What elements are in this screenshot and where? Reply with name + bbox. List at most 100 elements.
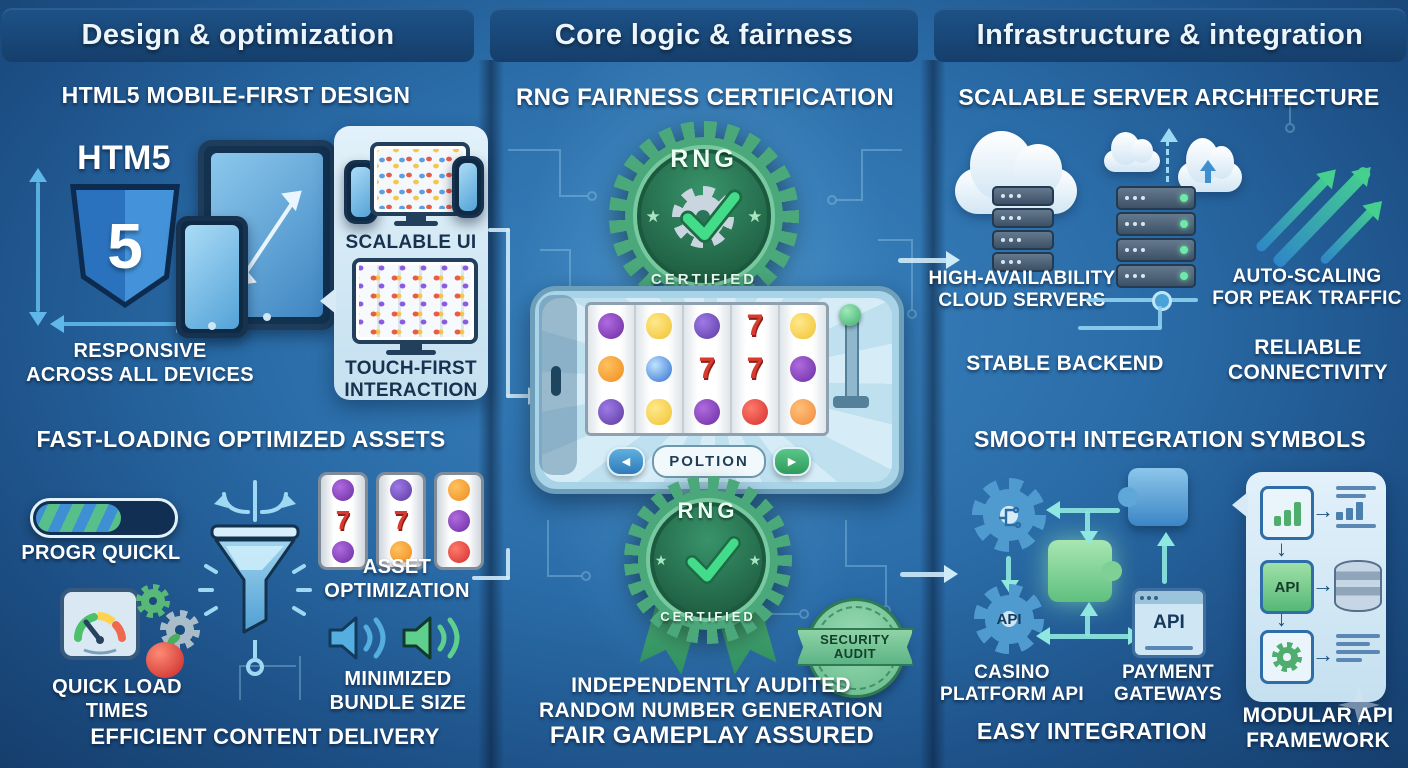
touch-first-label: TOUCH-FIRST INTERACTION [344, 358, 478, 402]
casino-platform-label: CASINO PLATFORM API [940, 662, 1084, 706]
progress-caption: PROGR QUICKL [21, 542, 181, 564]
modular-framework-label: MODULAR API FRAMEWORK [1242, 704, 1394, 752]
badge-core [645, 497, 771, 623]
symbol-grapes-icon [332, 540, 354, 563]
scalable-ui-monitor-icon [370, 142, 470, 216]
spin-left-button: ◀ [607, 447, 645, 476]
badge-top-text: RNG [670, 145, 738, 174]
window-footer-line [1145, 646, 1193, 650]
database-icon [1334, 560, 1382, 612]
casino-api-gear-icon: API [974, 584, 1044, 654]
checkmark-icon [685, 536, 741, 584]
payment-api-window: API [1132, 588, 1206, 658]
slot-reel: 7 [376, 472, 426, 570]
text-lines-icon [1336, 634, 1382, 666]
easy-integration-label: EASY INTEGRATION [976, 718, 1208, 744]
modular-api-text: API [1274, 578, 1300, 596]
window-titlebar [1135, 591, 1203, 604]
network-drop-v [1158, 306, 1162, 328]
horizontal-arrowhead-left [50, 315, 64, 333]
arrow-branch-down [1085, 511, 1090, 533]
vertical-arrowhead-top [29, 168, 47, 182]
connector-panel-to-center-h2 [506, 394, 530, 398]
audited-caption: INDEPENDENTLY AUDITED RANDOM NUMBER GENE… [539, 674, 883, 722]
arrow-gear-down [1006, 556, 1011, 582]
slot-reel: 7 [318, 472, 368, 570]
speaker-blue-icon [328, 616, 386, 660]
flow-arrow-top-line [898, 258, 948, 263]
symbol-tomato-icon [448, 540, 470, 563]
smartphone-home-button [208, 322, 216, 330]
dashed-up-arrow [1166, 140, 1169, 182]
touch-first-monitor-icon [352, 258, 478, 344]
speaker-green-icon [402, 616, 460, 660]
casino-api-text: API [996, 610, 1022, 628]
speedometer-icon [60, 588, 140, 660]
dashed-up-arrowhead [1160, 128, 1178, 142]
header-infra: Infrastructure & integration [934, 8, 1406, 62]
gear-circuit-icon [972, 478, 1046, 552]
scalable-ui-phone-right-icon [452, 156, 484, 218]
header-core: Core logic & fairness [490, 8, 918, 62]
phone-camera-strip [551, 366, 561, 396]
symbol-plum-icon [598, 398, 624, 425]
star-icon: ★ [747, 207, 763, 227]
scalable-ui-label: SCALABLE UI [345, 232, 477, 253]
asset-optimization-label: ASSET OPTIMIZATION [324, 556, 470, 602]
spin-right-button: ▶ [773, 447, 811, 476]
arrow-puzzle-to-gear-head [1046, 501, 1060, 519]
arrow-down-icon: ↓ [1276, 606, 1287, 631]
lever-base [833, 396, 869, 408]
badge-core [633, 145, 775, 287]
arrow-api-branch-up-head [1080, 602, 1098, 616]
arrow-puzzle-to-gear [1058, 508, 1120, 513]
scalable-ui-monitor-base [394, 221, 438, 226]
flow-arrow-top-head [946, 251, 960, 269]
cloud-small-icon [1104, 132, 1160, 172]
server-bar-led [1116, 238, 1196, 262]
touch-first-monitor-stand [400, 340, 422, 350]
symbol-orange-icon [598, 355, 624, 382]
symbol-lemon-icon [646, 398, 672, 425]
horizontal-measure-arrow [62, 322, 178, 326]
arrow-payment-up [1162, 544, 1167, 584]
responsive-caption: RESPONSIVE ACROSS ALL DEVICES [26, 340, 254, 386]
fair-gameplay-caption: FAIR GAMEPLAY ASSURED [549, 722, 875, 749]
badge-bottom-text: CERTIFIED [660, 608, 756, 624]
arrow-down-icon: ↓ [1276, 536, 1287, 561]
smartphone-icon [176, 216, 248, 338]
mini-bar-chart-icon [1273, 500, 1301, 526]
loading-progress-bar [30, 498, 178, 538]
symbol-grapes-icon [448, 509, 470, 532]
symbol-plum-icon [694, 313, 720, 340]
scalable-ui-monitor-stand [406, 212, 426, 221]
star-icon: ★ [748, 552, 762, 569]
progress-fill [36, 504, 122, 532]
report-lines-icon [1336, 486, 1382, 532]
badge-bottom-text: CERTIFIED [650, 271, 758, 289]
symbol-grapes-icon [694, 398, 720, 425]
html5-title: HTML5 MOBILE-FIRST DESIGN [61, 82, 411, 108]
arrow-branch-down-head [1080, 531, 1098, 545]
symbol-seven-icon: 7 [746, 309, 764, 343]
symbol-lemon-icon [790, 313, 816, 340]
rng-title: RNG FAIRNESS CERTIFICATION [515, 84, 895, 111]
design-panel-tail [320, 288, 336, 314]
symbol-tomato-icon [742, 398, 768, 425]
server-bar [992, 208, 1054, 228]
touch-first-monitor-base [386, 350, 436, 355]
header-design: Design & optimization [2, 8, 474, 62]
symbol-orb-icon [646, 355, 672, 382]
arrow-right-icon: → [1312, 572, 1334, 597]
symbol-lemon-icon [646, 313, 672, 340]
html5-word: HTM5 [77, 139, 171, 177]
flow-arrow-bottom-head [944, 565, 958, 583]
badge-top-text: RNG [677, 497, 739, 523]
symbol-plum-icon [390, 479, 412, 502]
network-line [1086, 298, 1198, 302]
security-audit-band: SECURITY AUDIT [796, 628, 914, 666]
network-node [1152, 291, 1172, 311]
auto-scaling-label: AUTO-SCALING FOR PEAK TRAFFIC [1212, 266, 1402, 310]
